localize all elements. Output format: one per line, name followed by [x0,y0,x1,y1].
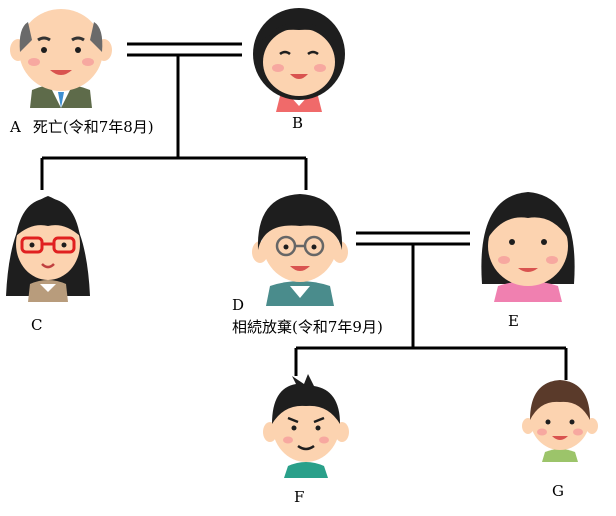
man-glasses-icon [252,194,348,306]
person-g-letter: G [552,482,564,500]
person-e-letter: E [508,312,519,330]
person-d-note: 相続放棄(令和7年9月) [232,318,383,336]
person-a-letter: A [10,118,21,136]
connector-lines [40,42,568,380]
person-f-letter: F [294,488,305,506]
woman-icon [481,192,575,302]
elderly-woman-icon [253,8,345,112]
person-d-letter: D [232,296,245,314]
elderly-man-icon [10,9,112,108]
woman-glasses-icon [6,196,90,302]
person-b-letter: B [292,114,304,132]
child-icon [522,380,598,462]
person-c-letter: C [31,316,43,334]
person-a-label: A 死亡(令和7年8月) [10,118,154,136]
person-a-note: 死亡(令和7年8月) [32,118,154,136]
boy-icon [263,374,349,478]
